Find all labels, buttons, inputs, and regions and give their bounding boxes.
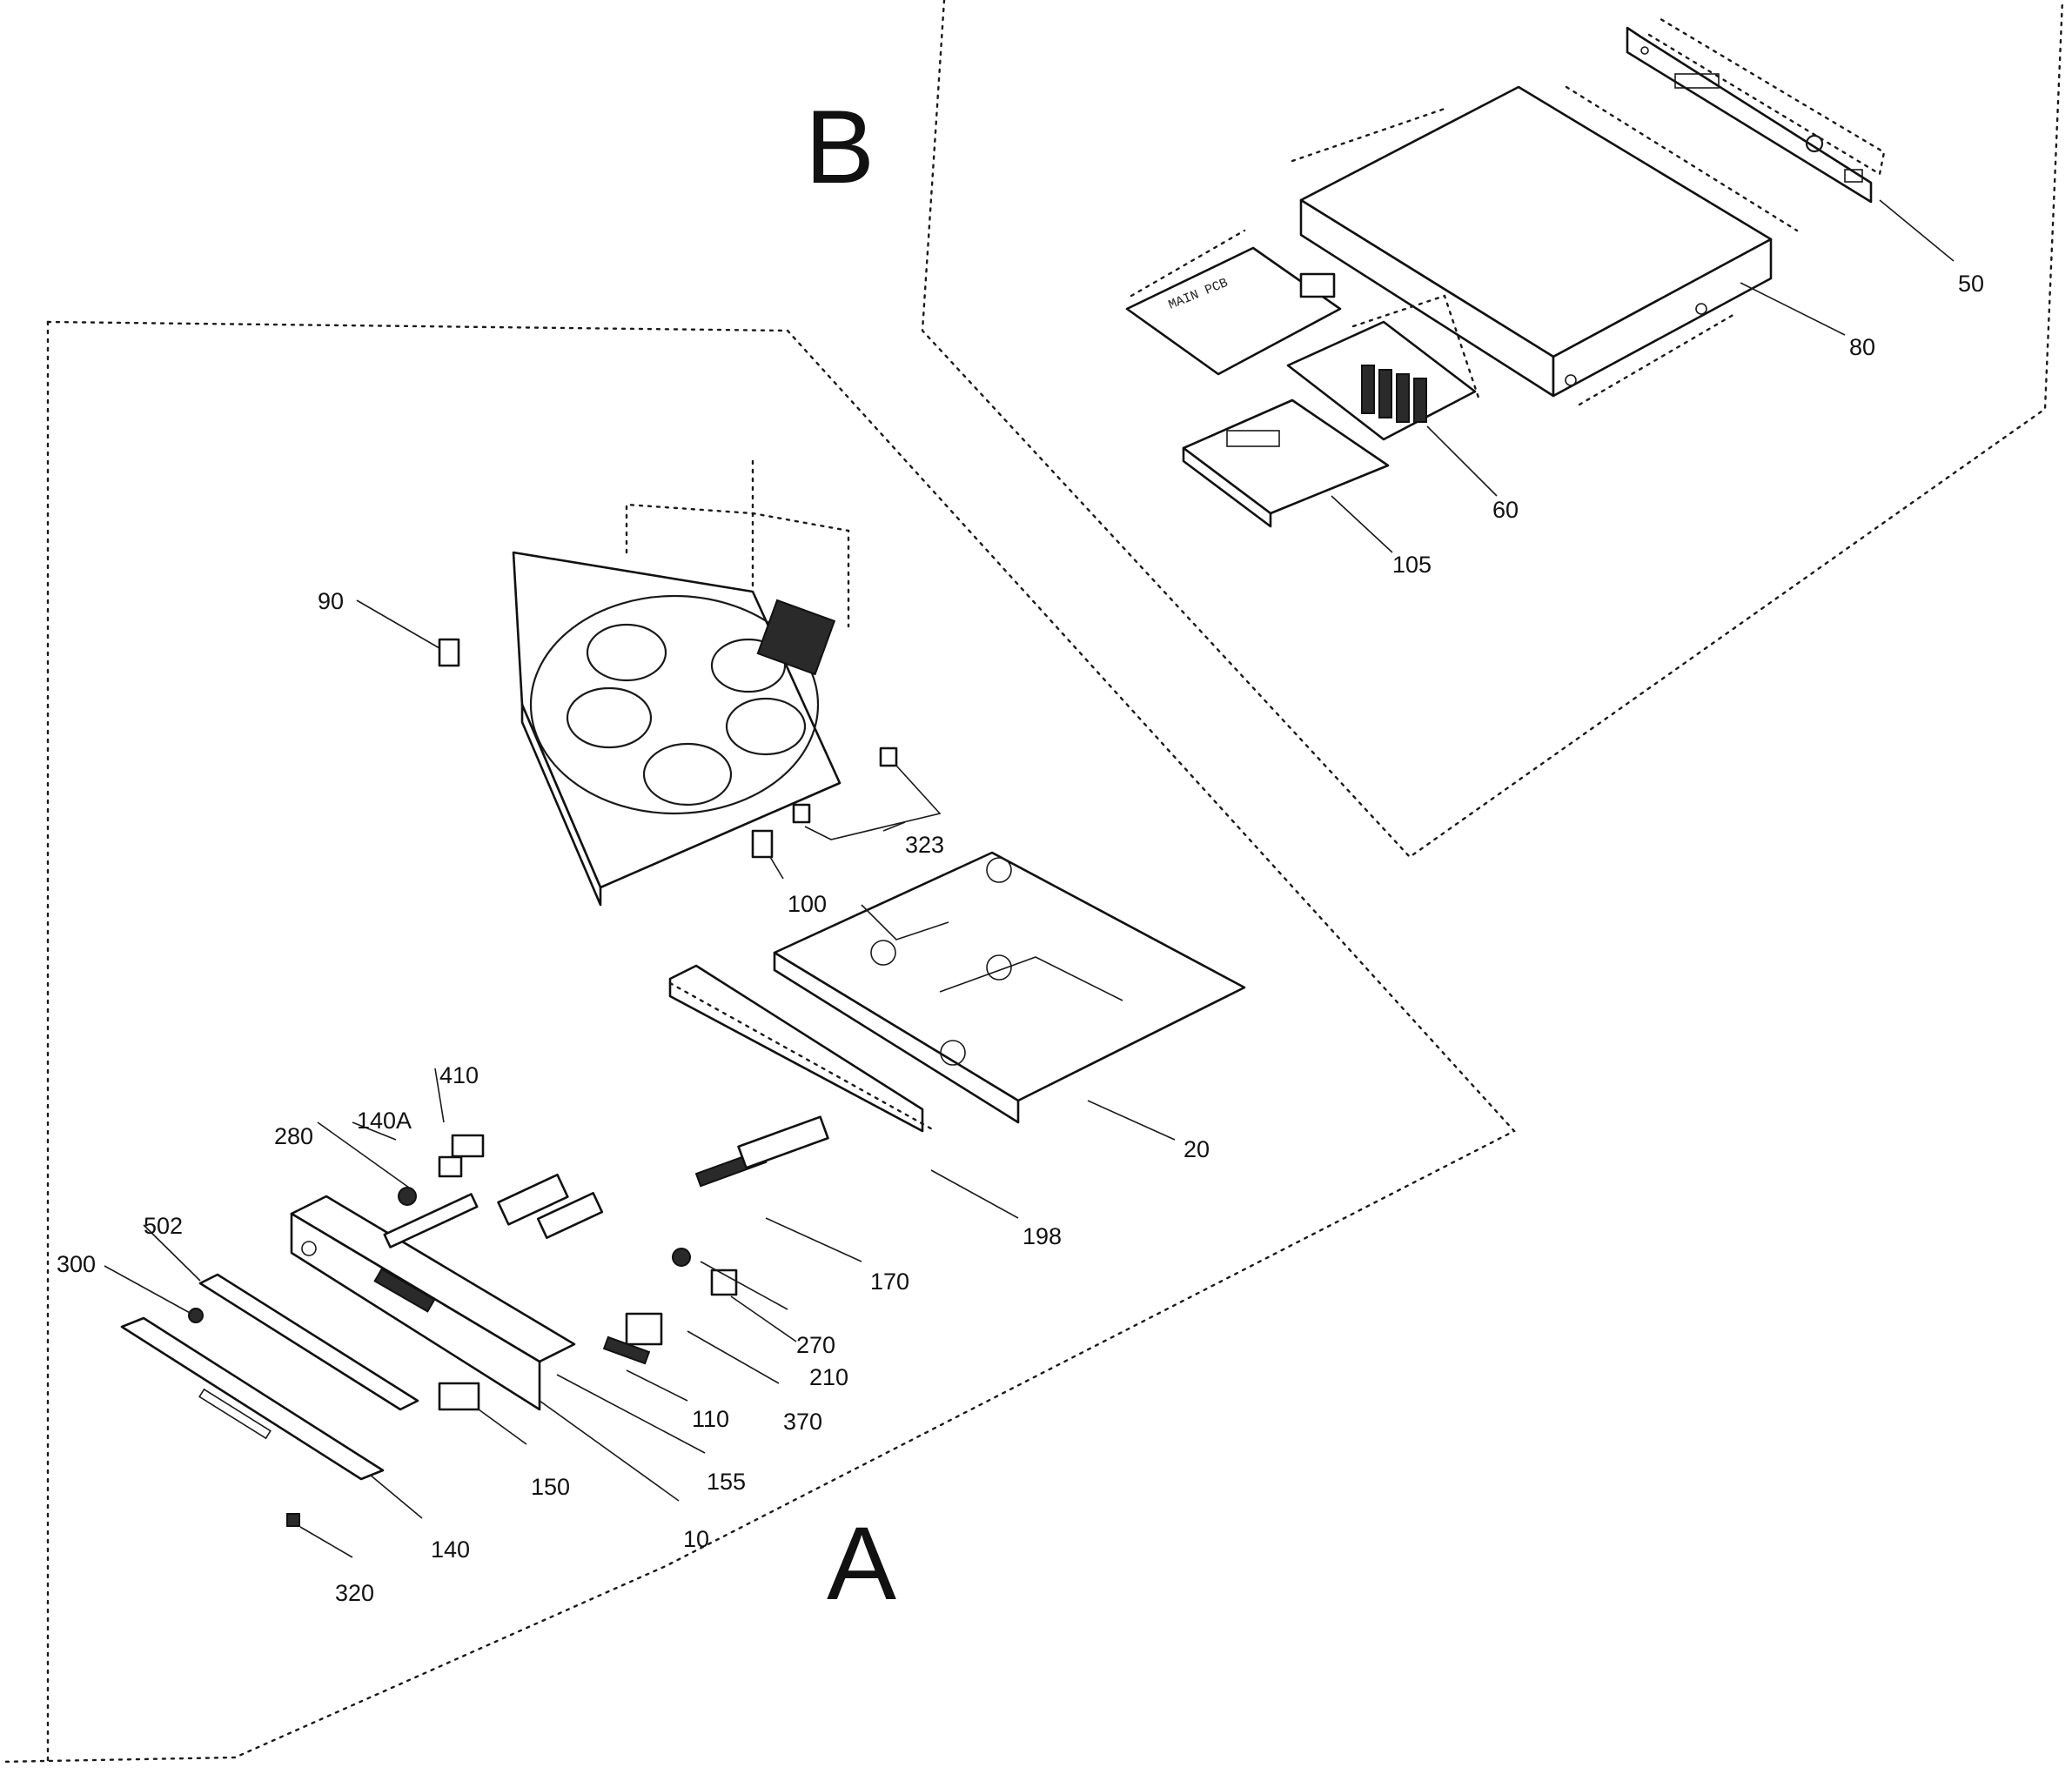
amp-board <box>1286 294 1481 441</box>
label-20: 20 <box>1184 1136 1210 1162</box>
label-370: 370 <box>783 1409 822 1435</box>
label-100: 100 <box>788 891 827 917</box>
clip-323b <box>792 803 811 824</box>
label-320: 320 <box>335 1580 374 1606</box>
changer-mechanism <box>512 459 850 907</box>
section-label-a: A <box>827 1505 896 1622</box>
label-410: 410 <box>439 1062 479 1088</box>
region-a-outline <box>0 320 1516 1764</box>
label-170: 170 <box>870 1269 909 1295</box>
main-pcb: MAIN PCB <box>1125 229 1342 376</box>
disc-tray <box>529 594 820 815</box>
clip-90 <box>438 638 460 667</box>
label-80: 80 <box>1849 334 1875 360</box>
window-strip <box>198 1273 419 1411</box>
label-140: 140 <box>431 1536 470 1563</box>
power-board <box>1182 398 1390 528</box>
label-90: 90 <box>318 588 344 614</box>
label-155: 155 <box>707 1469 746 1495</box>
front-rail <box>668 964 937 1133</box>
region-b-outline <box>921 0 2064 859</box>
chassis <box>773 851 1246 1124</box>
part-labels: 50 80 60 105 90 323 100 20 198 410 140A … <box>57 271 1984 1606</box>
label-110: 110 <box>692 1406 729 1432</box>
label-50: 50 <box>1958 271 1984 297</box>
label-210: 210 <box>809 1364 848 1390</box>
label-150: 150 <box>531 1474 570 1500</box>
label-198: 198 <box>1023 1223 1062 1249</box>
top-cover <box>1291 85 1799 406</box>
label-300: 300 <box>57 1251 96 1277</box>
section-label-b: B <box>805 89 875 205</box>
label-10: 10 <box>683 1526 709 1552</box>
label-323: 323 <box>905 832 944 858</box>
front-small-parts <box>188 1115 829 1527</box>
label-140a: 140A <box>357 1108 412 1134</box>
front-panel <box>290 1195 576 1411</box>
clip-100 <box>751 829 774 859</box>
rear-panel <box>1626 16 1886 204</box>
clip-323a <box>879 746 898 767</box>
heatsink <box>1361 365 1427 423</box>
label-280: 280 <box>274 1123 313 1149</box>
label-60: 60 <box>1492 497 1519 523</box>
label-105: 105 <box>1392 552 1432 578</box>
face-plate <box>120 1316 385 1481</box>
label-502: 502 <box>144 1213 183 1239</box>
label-270: 270 <box>796 1332 835 1358</box>
leader-lines <box>104 199 1955 1558</box>
